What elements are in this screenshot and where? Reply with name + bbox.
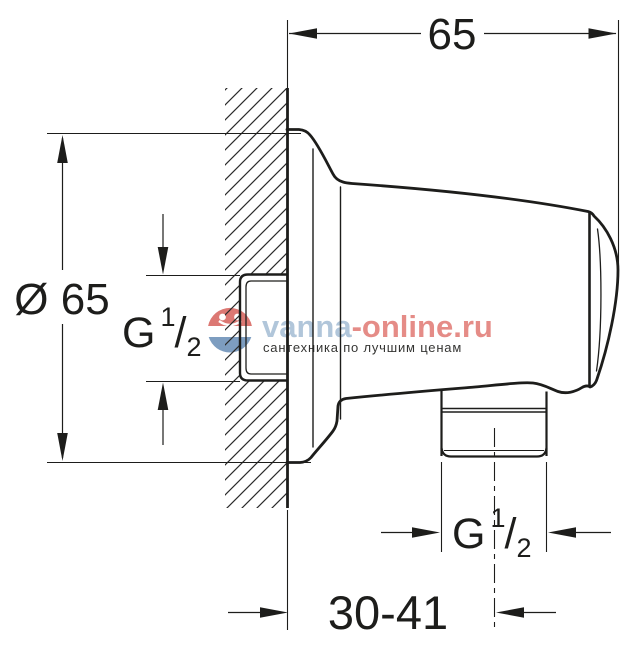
arrow-down-icon bbox=[157, 247, 169, 275]
watermark: vanna-online.ru сантехника по лучшим цен… bbox=[207, 307, 493, 355]
wall-hatch-lower bbox=[225, 381, 287, 508]
cap-inner-curve bbox=[595, 228, 602, 372]
thread-g: G bbox=[452, 510, 485, 558]
logo-frog-eye-left bbox=[219, 313, 226, 321]
arrow-right-icon bbox=[260, 607, 288, 618]
outlet-nipple bbox=[440, 389, 548, 628]
body-top-outline bbox=[285, 128, 620, 389]
thread-numerator: 1 bbox=[160, 302, 175, 332]
thread-denominator: 2 bbox=[516, 533, 531, 563]
thread-slash: / bbox=[174, 309, 186, 357]
thread-denominator: 2 bbox=[186, 332, 201, 362]
wall-hatch-behind-thread bbox=[225, 275, 240, 381]
dim-top-width-label: 65 bbox=[428, 10, 477, 59]
arrow-right-icon bbox=[412, 527, 440, 538]
dimension-mount-depth: 30-41 bbox=[228, 510, 556, 639]
inlet-thread-socket bbox=[238, 273, 287, 382]
thread-g: G bbox=[122, 309, 155, 357]
dimension-top-width: 65 bbox=[286, 10, 620, 264]
fitting-body bbox=[285, 128, 620, 464]
thread-slash: / bbox=[504, 510, 516, 558]
arrow-right-icon bbox=[588, 28, 617, 39]
dimension-flange-diameter: Ø 65 bbox=[14, 132, 311, 464]
inlet-inner-outline bbox=[245, 280, 287, 375]
arrow-left-icon bbox=[496, 607, 524, 618]
arrow-left-icon bbox=[289, 28, 317, 39]
brand-part-red: -online.ru bbox=[352, 309, 493, 344]
thread-numerator: 1 bbox=[490, 503, 505, 533]
dim-diameter-label: Ø 65 bbox=[14, 275, 109, 324]
arrow-up-icon bbox=[57, 135, 68, 163]
inlet-outer-outline bbox=[238, 273, 287, 382]
dim-depth-label: 30-41 bbox=[328, 586, 448, 639]
watermark-brand: vanna-online.ru bbox=[262, 309, 493, 344]
arrow-down-icon bbox=[57, 433, 68, 461]
wall-section bbox=[225, 88, 289, 508]
watermark-tagline: сантехника по лучшим ценам bbox=[263, 340, 462, 355]
wall-hatch-upper bbox=[225, 88, 287, 275]
body-bottom-outline bbox=[285, 381, 591, 464]
arrow-up-icon bbox=[157, 382, 169, 410]
brand-part-blue: vanna bbox=[262, 309, 352, 344]
arrow-left-icon bbox=[548, 527, 576, 538]
